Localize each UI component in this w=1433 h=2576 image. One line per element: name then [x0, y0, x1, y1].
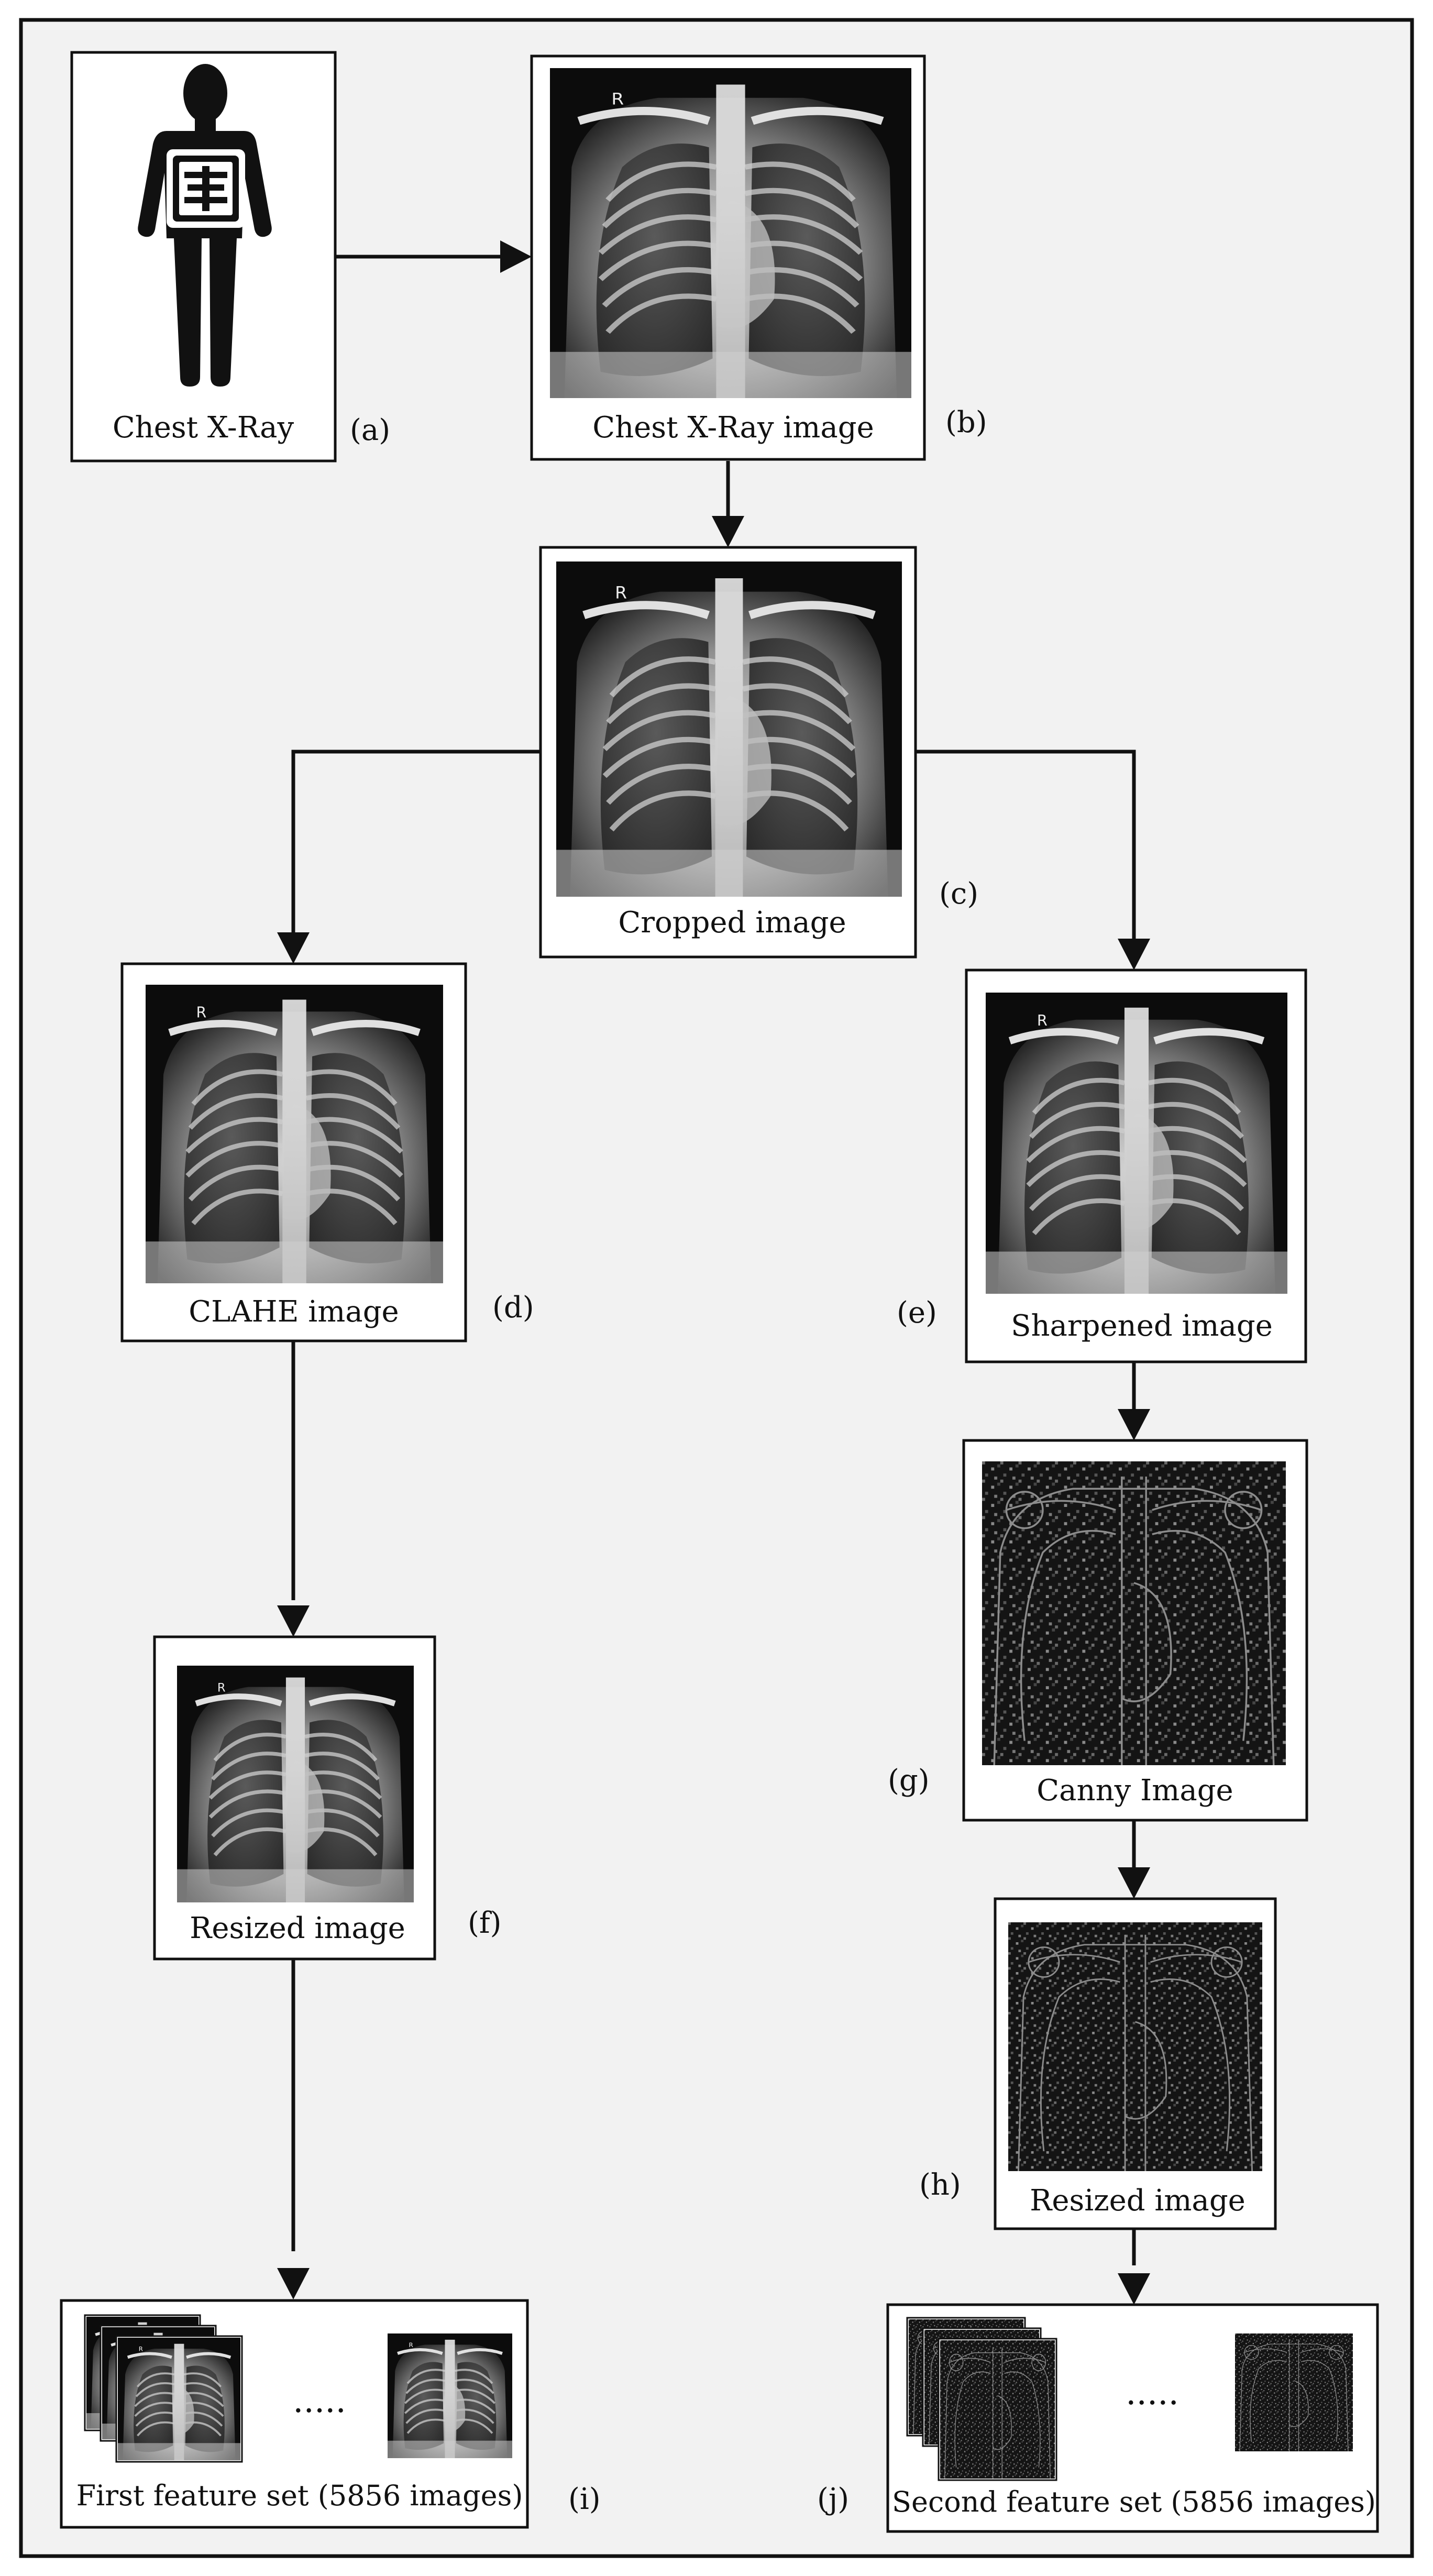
node-i-ellipsis: ..... [293, 2382, 346, 2420]
arrowheads [277, 240, 1150, 2305]
node-i: ..... First feature set (5856 images) (i… [60, 2299, 601, 2529]
node-g-tag: (g) [888, 1764, 930, 1798]
person-xray-icon [138, 64, 272, 387]
node-e-caption: Sharpened image [1011, 1309, 1273, 1343]
node-b-xray-image [550, 68, 911, 398]
node-g-caption: Canny Image [1037, 1774, 1233, 1808]
node-h-tag: (h) [919, 2168, 961, 2202]
node-f: Resized image (f) [153, 1635, 501, 1961]
node-j-caption: Second feature set (5856 images) [892, 2485, 1376, 2518]
node-g: Canny Image (g) [888, 1439, 1308, 1822]
node-d-caption: CLAHE image [189, 1295, 399, 1329]
node-j-ellipsis: ..... [1126, 2374, 1179, 2413]
node-f-caption: Resized image [190, 1911, 405, 1945]
feature-last-canny [1235, 2333, 1353, 2451]
node-c: Cropped image (c) [539, 546, 978, 959]
node-a-caption: Chest X-Ray [113, 411, 294, 445]
node-c-tag: (c) [939, 877, 978, 911]
node-j-tag: (j) [817, 2482, 849, 2516]
node-f-xray-image [177, 1666, 414, 1902]
node-h-caption: Resized image [1030, 2184, 1245, 2218]
node-d-xray-image [146, 985, 443, 1283]
node-d: CLAHE image (d) [120, 962, 534, 1342]
connectors [291, 255, 1136, 2265]
node-d-tag: (d) [492, 1291, 534, 1325]
node-a: Chest X-Ray (a) [70, 51, 390, 463]
node-e: Sharpened image (e) [897, 968, 1307, 1363]
node-e-xray-image [986, 993, 1287, 1294]
node-h: Resized image (h) [919, 1897, 1277, 2230]
feature-last-xray [388, 2333, 512, 2458]
feature-stack-canny [906, 2317, 1057, 2481]
node-c-xray-image [556, 562, 902, 897]
node-e-tag: (e) [897, 1296, 937, 1330]
node-j: ..... Second feature set (5856 images) (… [817, 2303, 1379, 2533]
node-b-caption: Chest X-Ray image [592, 411, 874, 445]
feature-stack-xray [84, 2314, 243, 2463]
node-a-tag: (a) [350, 413, 390, 447]
node-f-tag: (f) [468, 1906, 501, 1940]
node-c-caption: Cropped image [618, 906, 846, 940]
node-i-caption: First feature set (5856 images) [76, 2479, 523, 2512]
node-h-canny-image [1008, 1922, 1262, 2171]
node-b: Chest X-Ray image (b) [530, 54, 987, 461]
node-g-canny-image [982, 1461, 1286, 1765]
node-i-tag: (i) [568, 2482, 601, 2516]
node-b-tag: (b) [945, 405, 987, 439]
